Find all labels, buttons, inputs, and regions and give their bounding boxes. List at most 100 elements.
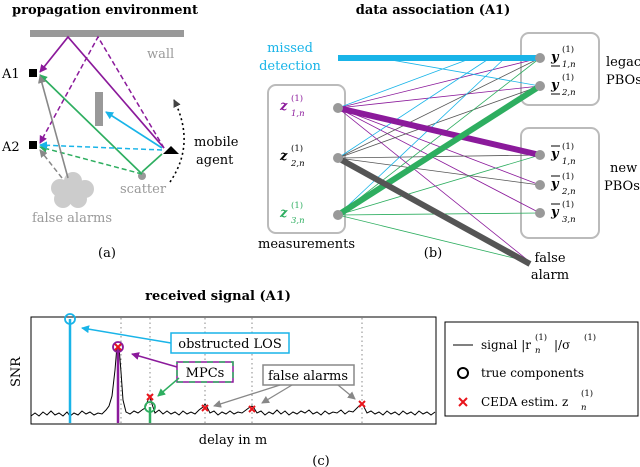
- fa-arrow-1: [213, 384, 281, 408]
- svg-text:(1): (1): [562, 141, 574, 152]
- svg-text:(1): (1): [562, 72, 574, 83]
- svg-text:3,n: 3,n: [562, 215, 576, 225]
- scatter-label: scatter: [120, 182, 167, 197]
- svg-text:y: y: [550, 78, 560, 93]
- svg-text:(1): (1): [291, 200, 303, 211]
- thin-association-lines: [337, 57, 541, 263]
- false-alarm-cloud-icon: [51, 172, 94, 208]
- svg-text:1,n: 1,n: [562, 60, 576, 70]
- new-line1: new: [610, 161, 637, 176]
- label-ybar1: y (1) 1,n: [550, 141, 576, 167]
- anchor-a2-icon: [29, 141, 37, 149]
- svg-text:z: z: [279, 99, 288, 114]
- svg-text:|/σ: |/σ: [554, 338, 570, 352]
- svg-text:2,n: 2,n: [290, 159, 305, 169]
- path-purple-a1: [39, 35, 165, 149]
- svg-text:n: n: [535, 346, 540, 356]
- svg-text:y: y: [550, 147, 560, 162]
- panel-a-title: propagation environment: [12, 3, 198, 18]
- plot-frame: [30, 316, 437, 425]
- svg-text:1,n: 1,n: [562, 157, 576, 167]
- path-green-a1: [39, 74, 143, 175]
- missed-line1: missed: [267, 41, 313, 56]
- false-alarm-line1: false: [534, 251, 565, 266]
- svg-text:(1): (1): [562, 171, 574, 182]
- label-z2: z (1) 2,n: [279, 143, 305, 169]
- assoc-z1-newpbo1: [337, 105, 541, 158]
- ceda-estimate-markers: [114, 343, 366, 413]
- svg-text:1,n: 1,n: [291, 109, 305, 119]
- true-component-purple: [112, 341, 124, 353]
- agent-trajectory: [169, 99, 185, 183]
- label-y1: y (1) 1,n: [550, 44, 576, 70]
- meas-node-z1: [333, 103, 343, 113]
- false-alarms-label: false alarms: [32, 211, 112, 226]
- svg-text:z: z: [279, 206, 288, 221]
- panel-b-caption: (b): [424, 246, 442, 261]
- legacy-line2: PBOs: [606, 73, 640, 88]
- x-axis-label: delay in m: [199, 433, 267, 448]
- legend-true-swatch: [457, 367, 469, 379]
- path-green-a2: [39, 144, 143, 175]
- path-green-agent-scatter: [141, 153, 163, 173]
- wall: [30, 30, 184, 37]
- true-component-los: [64, 313, 76, 325]
- new-node-1: [535, 150, 545, 160]
- assoc-z2-false-alarm: [336, 155, 532, 267]
- path-cyan-los-a2: [39, 141, 163, 151]
- svg-text:(1): (1): [584, 332, 596, 343]
- svg-text:y: y: [550, 205, 560, 220]
- legacy-line1: legacy: [606, 55, 640, 70]
- path-gray-a2: [39, 149, 63, 179]
- svg-text:y: y: [550, 50, 560, 65]
- fa-arrow-3: [337, 384, 356, 400]
- mobile-agent-icon: [163, 146, 179, 154]
- label-z1: z (1) 1,n: [279, 93, 305, 119]
- legend-true-label: true components: [481, 366, 584, 380]
- panel-a-caption: (a): [98, 246, 116, 261]
- svg-text:z: z: [279, 149, 288, 164]
- path-cyan-los-a1: [105, 111, 163, 149]
- legacy-node-1: [535, 53, 545, 63]
- panel-b-title: data association (A1): [356, 3, 511, 18]
- new-node-2: [535, 180, 545, 190]
- obstacle: [95, 92, 103, 126]
- legend-box: [444, 321, 639, 417]
- label-z3: z (1) 3,n: [279, 200, 305, 226]
- anchor-a1-label: A1: [1, 67, 20, 82]
- svg-text:(1): (1): [562, 44, 574, 55]
- obstructed-los-label: obstructed LOS: [178, 337, 281, 352]
- svg-text:(1): (1): [581, 388, 593, 399]
- svg-text:(1): (1): [562, 199, 574, 210]
- false-alarm-line2: alarm: [531, 268, 569, 283]
- svg-text:2,n: 2,n: [561, 88, 576, 98]
- path-purple-a2: [39, 35, 165, 149]
- legend-signal-label: signal |r (1) n |/σ (1): [481, 332, 596, 356]
- false-alarms-box: [262, 364, 355, 386]
- false-alarms-plot-label: false alarms: [268, 369, 348, 384]
- y-axis-label: SNR: [9, 356, 24, 387]
- mpcs-box-green: [176, 361, 234, 383]
- legacy-pbo-box: [520, 32, 600, 106]
- fa-arrow-2: [261, 384, 293, 404]
- agent-label-line1: mobile: [194, 135, 239, 150]
- panel-c-title: received signal (A1): [145, 289, 291, 304]
- label-ybar2: y (1) 2,n: [550, 171, 576, 197]
- new-node-3: [535, 208, 545, 218]
- meas-node-z3: [333, 210, 343, 220]
- anchor-a1-icon: [29, 69, 37, 77]
- meas-node-z2: [333, 153, 343, 163]
- new-line2: PBOs: [604, 179, 640, 194]
- panel-c: received signal (A1) SNR delay in m: [9, 289, 639, 467]
- svg-text:(1): (1): [291, 143, 303, 154]
- wall-label: wall: [147, 47, 174, 62]
- label-ybar3: y (1) 3,n: [550, 199, 576, 225]
- panel-a: propagation environment wall A1 A2 mobil…: [1, 3, 239, 261]
- path-gray-a1: [37, 75, 69, 179]
- svg-text:(1): (1): [291, 93, 303, 104]
- mpc-arrow-purple: [131, 352, 178, 368]
- panel-b: data association (A1): [258, 3, 640, 283]
- anchor-a2-label: A2: [1, 140, 20, 155]
- legend-ceda-label: CEDA estim. z (1) n: [481, 388, 593, 413]
- true-component-green: [144, 401, 156, 413]
